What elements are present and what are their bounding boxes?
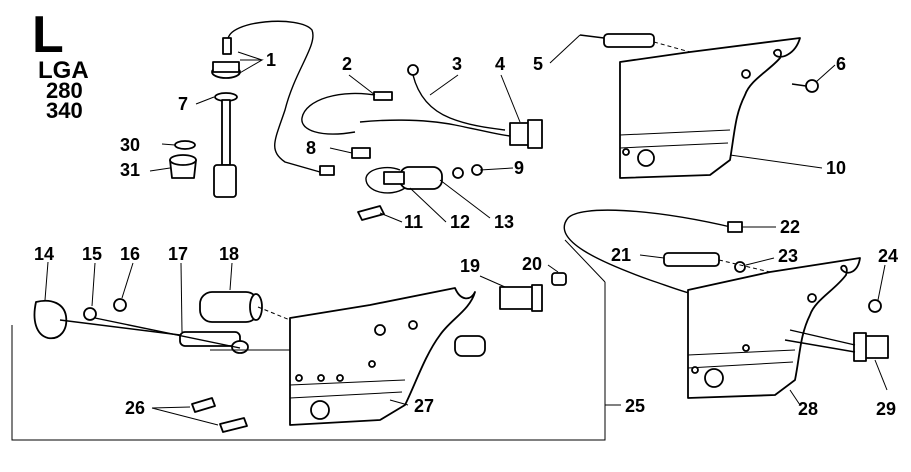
- callout-22: 22: [780, 217, 800, 237]
- callout-7: 7: [178, 94, 188, 114]
- header-model: LGA: [38, 57, 89, 84]
- callout-17: 17: [168, 244, 188, 264]
- group-25-bracket-line: [11, 282, 606, 441]
- group-25-connector: [564, 239, 606, 283]
- callout-14: 14: [34, 244, 54, 264]
- callout-13: 13: [494, 212, 514, 232]
- callout-1: 1: [266, 50, 276, 70]
- header-size-280: 280: [46, 78, 83, 103]
- callout-6: 6: [836, 54, 846, 74]
- callout-28: 28: [798, 399, 818, 419]
- callout-24: 24: [878, 246, 898, 266]
- callout-11: 11: [404, 212, 423, 232]
- callout-29: 29: [876, 399, 896, 419]
- callout-27: 27: [414, 396, 434, 416]
- callout-2: 2: [342, 54, 352, 74]
- callout-12: 12: [450, 212, 470, 232]
- callout-20: 20: [522, 254, 542, 274]
- callout-10: 10: [826, 158, 846, 178]
- callout-15: 15: [82, 244, 102, 264]
- lower-right-bracket: [563, 209, 889, 399]
- callout-21: 21: [611, 245, 631, 265]
- callout-3: 3: [452, 54, 462, 74]
- header-letter: L: [32, 6, 64, 64]
- header-size-340: 340: [46, 98, 83, 123]
- callout-18: 18: [219, 244, 239, 264]
- callout-30: 30: [120, 135, 140, 155]
- switch-part-19: [499, 272, 567, 312]
- callout-25: 25: [625, 396, 645, 416]
- callout-5: 5: [533, 54, 543, 74]
- callout-9: 9: [514, 158, 524, 178]
- callout-31: 31: [120, 160, 140, 180]
- leader-lines: [44, 34, 888, 426]
- upper-bracket: [579, 33, 819, 179]
- callout-16: 16: [120, 244, 140, 264]
- lower-left-assembly: [33, 287, 486, 433]
- callout-26: 26: [125, 398, 145, 418]
- callout-23: 23: [778, 246, 798, 266]
- callout-19: 19: [460, 256, 480, 276]
- harness-group: [301, 64, 543, 221]
- float-sensor: [169, 20, 335, 198]
- callout-4: 4: [495, 54, 505, 74]
- callout-8: 8: [306, 138, 316, 158]
